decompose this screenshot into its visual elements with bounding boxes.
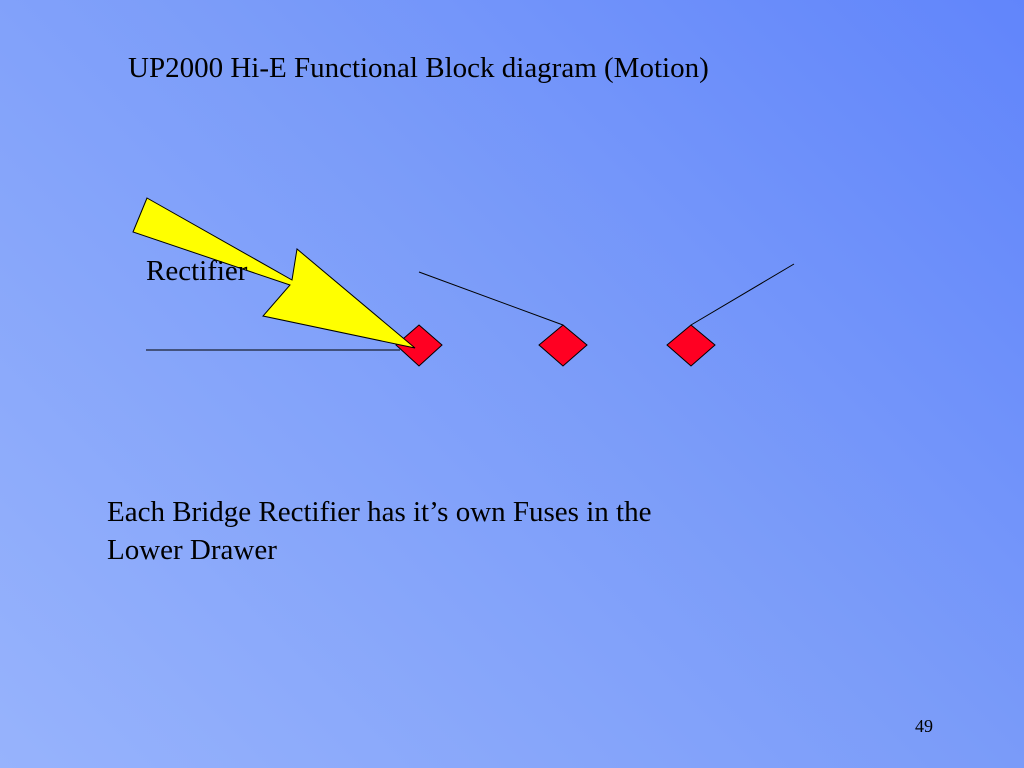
rectifier-node-3 xyxy=(666,324,716,367)
caption-line-2: Lower Drawer xyxy=(107,533,277,566)
caption-line-1: Each Bridge Rectifier has it’s own Fuses… xyxy=(107,496,652,528)
connector-line-middle xyxy=(418,271,564,326)
slide-title: UP2000 Hi-E Functional Block diagram (Mo… xyxy=(128,52,709,84)
page-number: 49 xyxy=(915,716,933,736)
pointer-arrow xyxy=(132,197,416,349)
caption: Each Bridge Rectifier has it’s own Fuses… xyxy=(107,494,767,569)
rectifier-label: Rectifier xyxy=(146,255,248,287)
rectifier-node-2 xyxy=(538,324,588,367)
connector-line-right xyxy=(690,263,795,326)
